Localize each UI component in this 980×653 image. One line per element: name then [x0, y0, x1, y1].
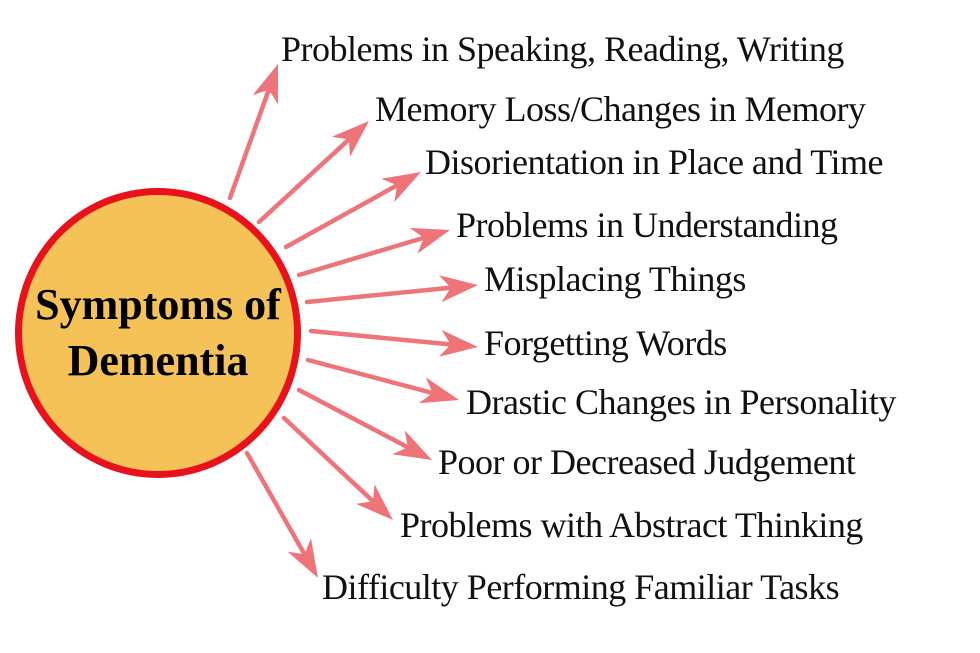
central-node-title-line1: Symptoms of	[35, 280, 281, 329]
symptom-arrow-shaft	[281, 415, 379, 507]
symptom-arrow-head	[356, 484, 393, 520]
symptom-label: Forgetting Words	[484, 323, 727, 363]
symptom-arrow-head	[331, 121, 369, 157]
symptom-arrow-head	[438, 275, 478, 303]
symptom-arrow-shaft	[296, 387, 415, 452]
symptom-label: Drastic Changes in Personality	[466, 382, 896, 422]
symptom-label: Poor or Decreased Judgement	[438, 442, 856, 482]
symptom-arrow-shaft	[296, 234, 431, 278]
symptom-arrow-shaft	[305, 357, 440, 397]
symptom-arrow-head	[418, 377, 459, 404]
symptom-arrow-shaft	[256, 134, 355, 225]
symptom-arrow-head	[438, 329, 478, 357]
central-node-title-line2: Dementia	[67, 336, 249, 385]
symptom-label: Difficulty Performing Familiar Tasks	[322, 567, 840, 607]
central-node: Symptoms of Dementia	[15, 188, 301, 478]
symptom-label: Problems in Understanding	[456, 205, 838, 245]
symptom-label: Problems with Abstract Thinking	[400, 505, 863, 545]
symptom-arrow-shaft	[308, 328, 458, 348]
symptom-arrow-head	[381, 172, 421, 203]
symptom-arrow-shaft	[244, 450, 309, 561]
symptom-label: Misplacing Things	[484, 259, 746, 299]
symptom-arrow-head	[392, 430, 432, 460]
symptom-arrow-shaft	[304, 285, 458, 305]
symptom-arrow-shaft	[283, 180, 404, 250]
symptom-label: Problems in Speaking, Reading, Writing	[281, 29, 844, 69]
symptom-arrow-head	[287, 538, 318, 578]
symptom-arrow-shaft	[227, 83, 273, 201]
symptom-arrow-head	[252, 64, 278, 105]
symptom-label: Memory Loss/Changes in Memory	[375, 89, 866, 129]
symptom-arrow-head	[409, 227, 450, 254]
symptom-label: Disorientation in Place and Time	[425, 142, 883, 182]
